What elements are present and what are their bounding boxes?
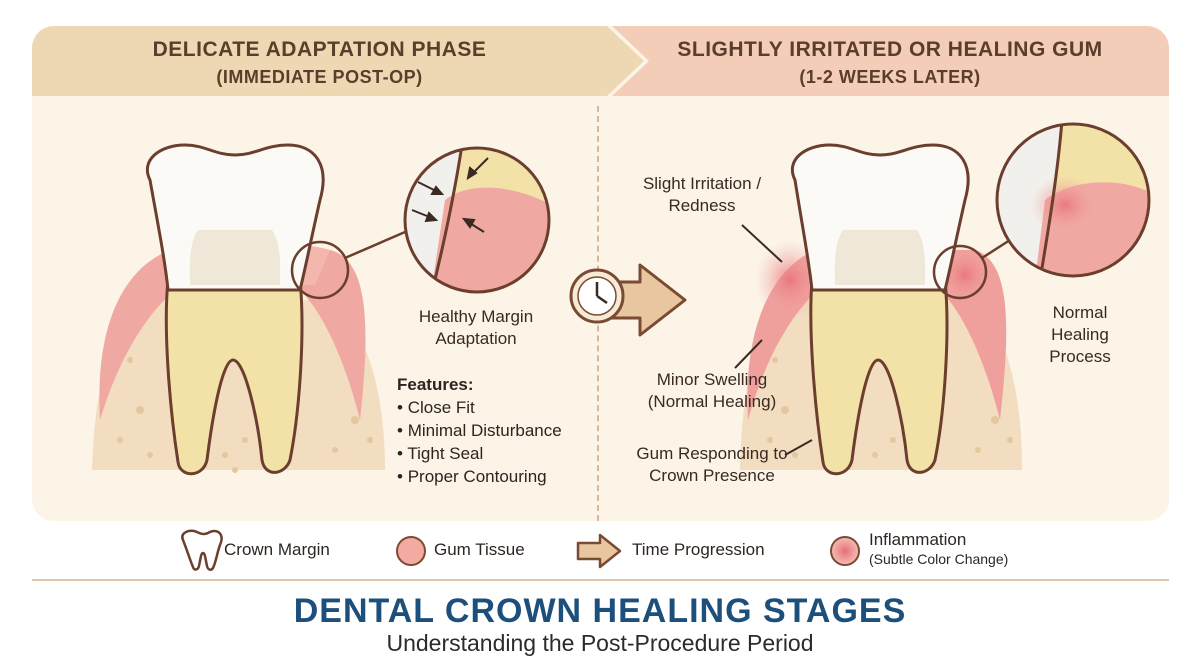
feature-item: Minimal Disturbance — [397, 419, 562, 442]
crown-margin-legend-icon — [181, 529, 223, 571]
right-header-subtitle: (1-2 WEEKS LATER) — [799, 67, 981, 87]
legend-inflammation-sub: (Subtle Color Change) — [869, 551, 1009, 567]
legend-gum-tissue: Gum Tissue — [434, 540, 525, 560]
left-header-title: DELICATE ADAPTATION PHASE — [152, 38, 487, 61]
legend-gum-tissue-label: Gum Tissue — [434, 540, 525, 559]
time-progression-legend-icon — [576, 533, 622, 569]
gum-tissue-legend-icon — [396, 536, 426, 566]
page-subtitle: Understanding the Post-Procedure Period — [386, 630, 814, 656]
legend-time-progression-label: Time Progression — [632, 540, 765, 559]
legend-crown-margin-label: Crown Margin — [224, 540, 330, 559]
right-header-title: SLIGHTLY IRRITATED OR HEALING GUM — [677, 38, 1103, 61]
healthy-margin-label: Healthy Margin Adaptation — [418, 307, 534, 348]
footer-rule — [32, 579, 1169, 581]
features-title: Features: — [397, 375, 474, 394]
left-header: DELICATE ADAPTATION PHASE (IMMEDIATE POS… — [32, 38, 607, 88]
left-tooth-illustration — [92, 143, 551, 476]
legend-inflammation-label: Inflammation — [869, 530, 967, 549]
gum-responding-label: Gum Responding to Crown Presence — [636, 444, 788, 485]
irritation-label: Slight Irritation / Redness — [642, 174, 762, 215]
legend-crown-margin: Crown Margin — [224, 540, 330, 560]
legend: Crown Margin Gum Tissue Time Progression… — [0, 528, 1200, 574]
feature-item: Tight Seal — [397, 442, 562, 465]
feature-item: Close Fit — [397, 396, 562, 419]
time-progression-arrow — [569, 263, 687, 337]
left-header-subtitle: (IMMEDIATE POST-OP) — [216, 67, 423, 87]
features-list: Features: Close Fit Minimal Disturbance … — [397, 373, 562, 488]
page-title: DENTAL CROWN HEALING STAGES — [293, 592, 907, 630]
right-header-banner — [612, 26, 1169, 96]
feature-item: Proper Contouring — [397, 465, 562, 488]
legend-inflammation: Inflammation (Subtle Color Change) — [869, 530, 1008, 567]
normal-healing-label: Normal Healing Process — [1049, 303, 1111, 366]
swelling-label: Minor Swelling (Normal Healing) — [647, 370, 777, 411]
left-header-banner — [32, 26, 644, 96]
right-tooth-illustration — [734, 122, 1151, 476]
right-header: SLIGHTLY IRRITATED OR HEALING GUM (1-2 W… — [630, 38, 1150, 88]
inflammation-legend-icon — [830, 536, 860, 566]
legend-time-progression: Time Progression — [632, 540, 765, 560]
